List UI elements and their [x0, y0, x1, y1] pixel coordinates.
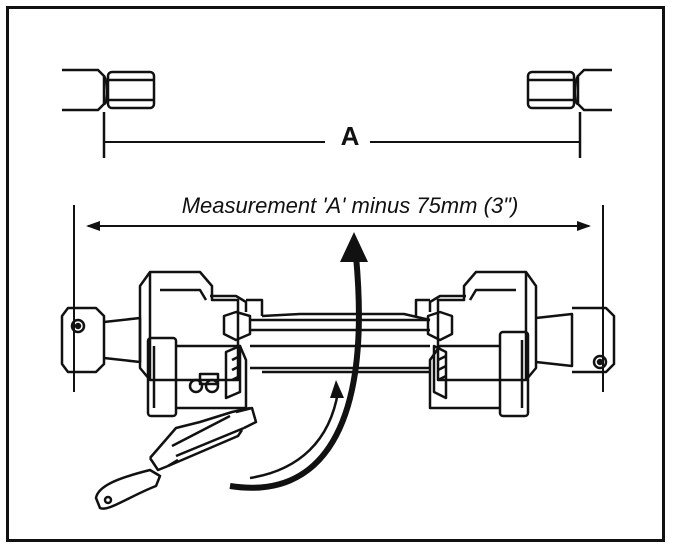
left-yoke-end-icon: [62, 68, 156, 158]
pto-shaft-icon: [60, 270, 616, 418]
measurement-line: [73, 205, 604, 392]
right-yoke-end-icon: [526, 68, 612, 158]
dimension-a-label: A: [340, 121, 360, 151]
measurement-label: Measurement 'A' minus 75mm (3"): [181, 193, 519, 218]
curved-arrow-icon: [229, 232, 368, 491]
hacksaw-icon: [94, 406, 258, 510]
diagram-frame: [6, 6, 665, 542]
